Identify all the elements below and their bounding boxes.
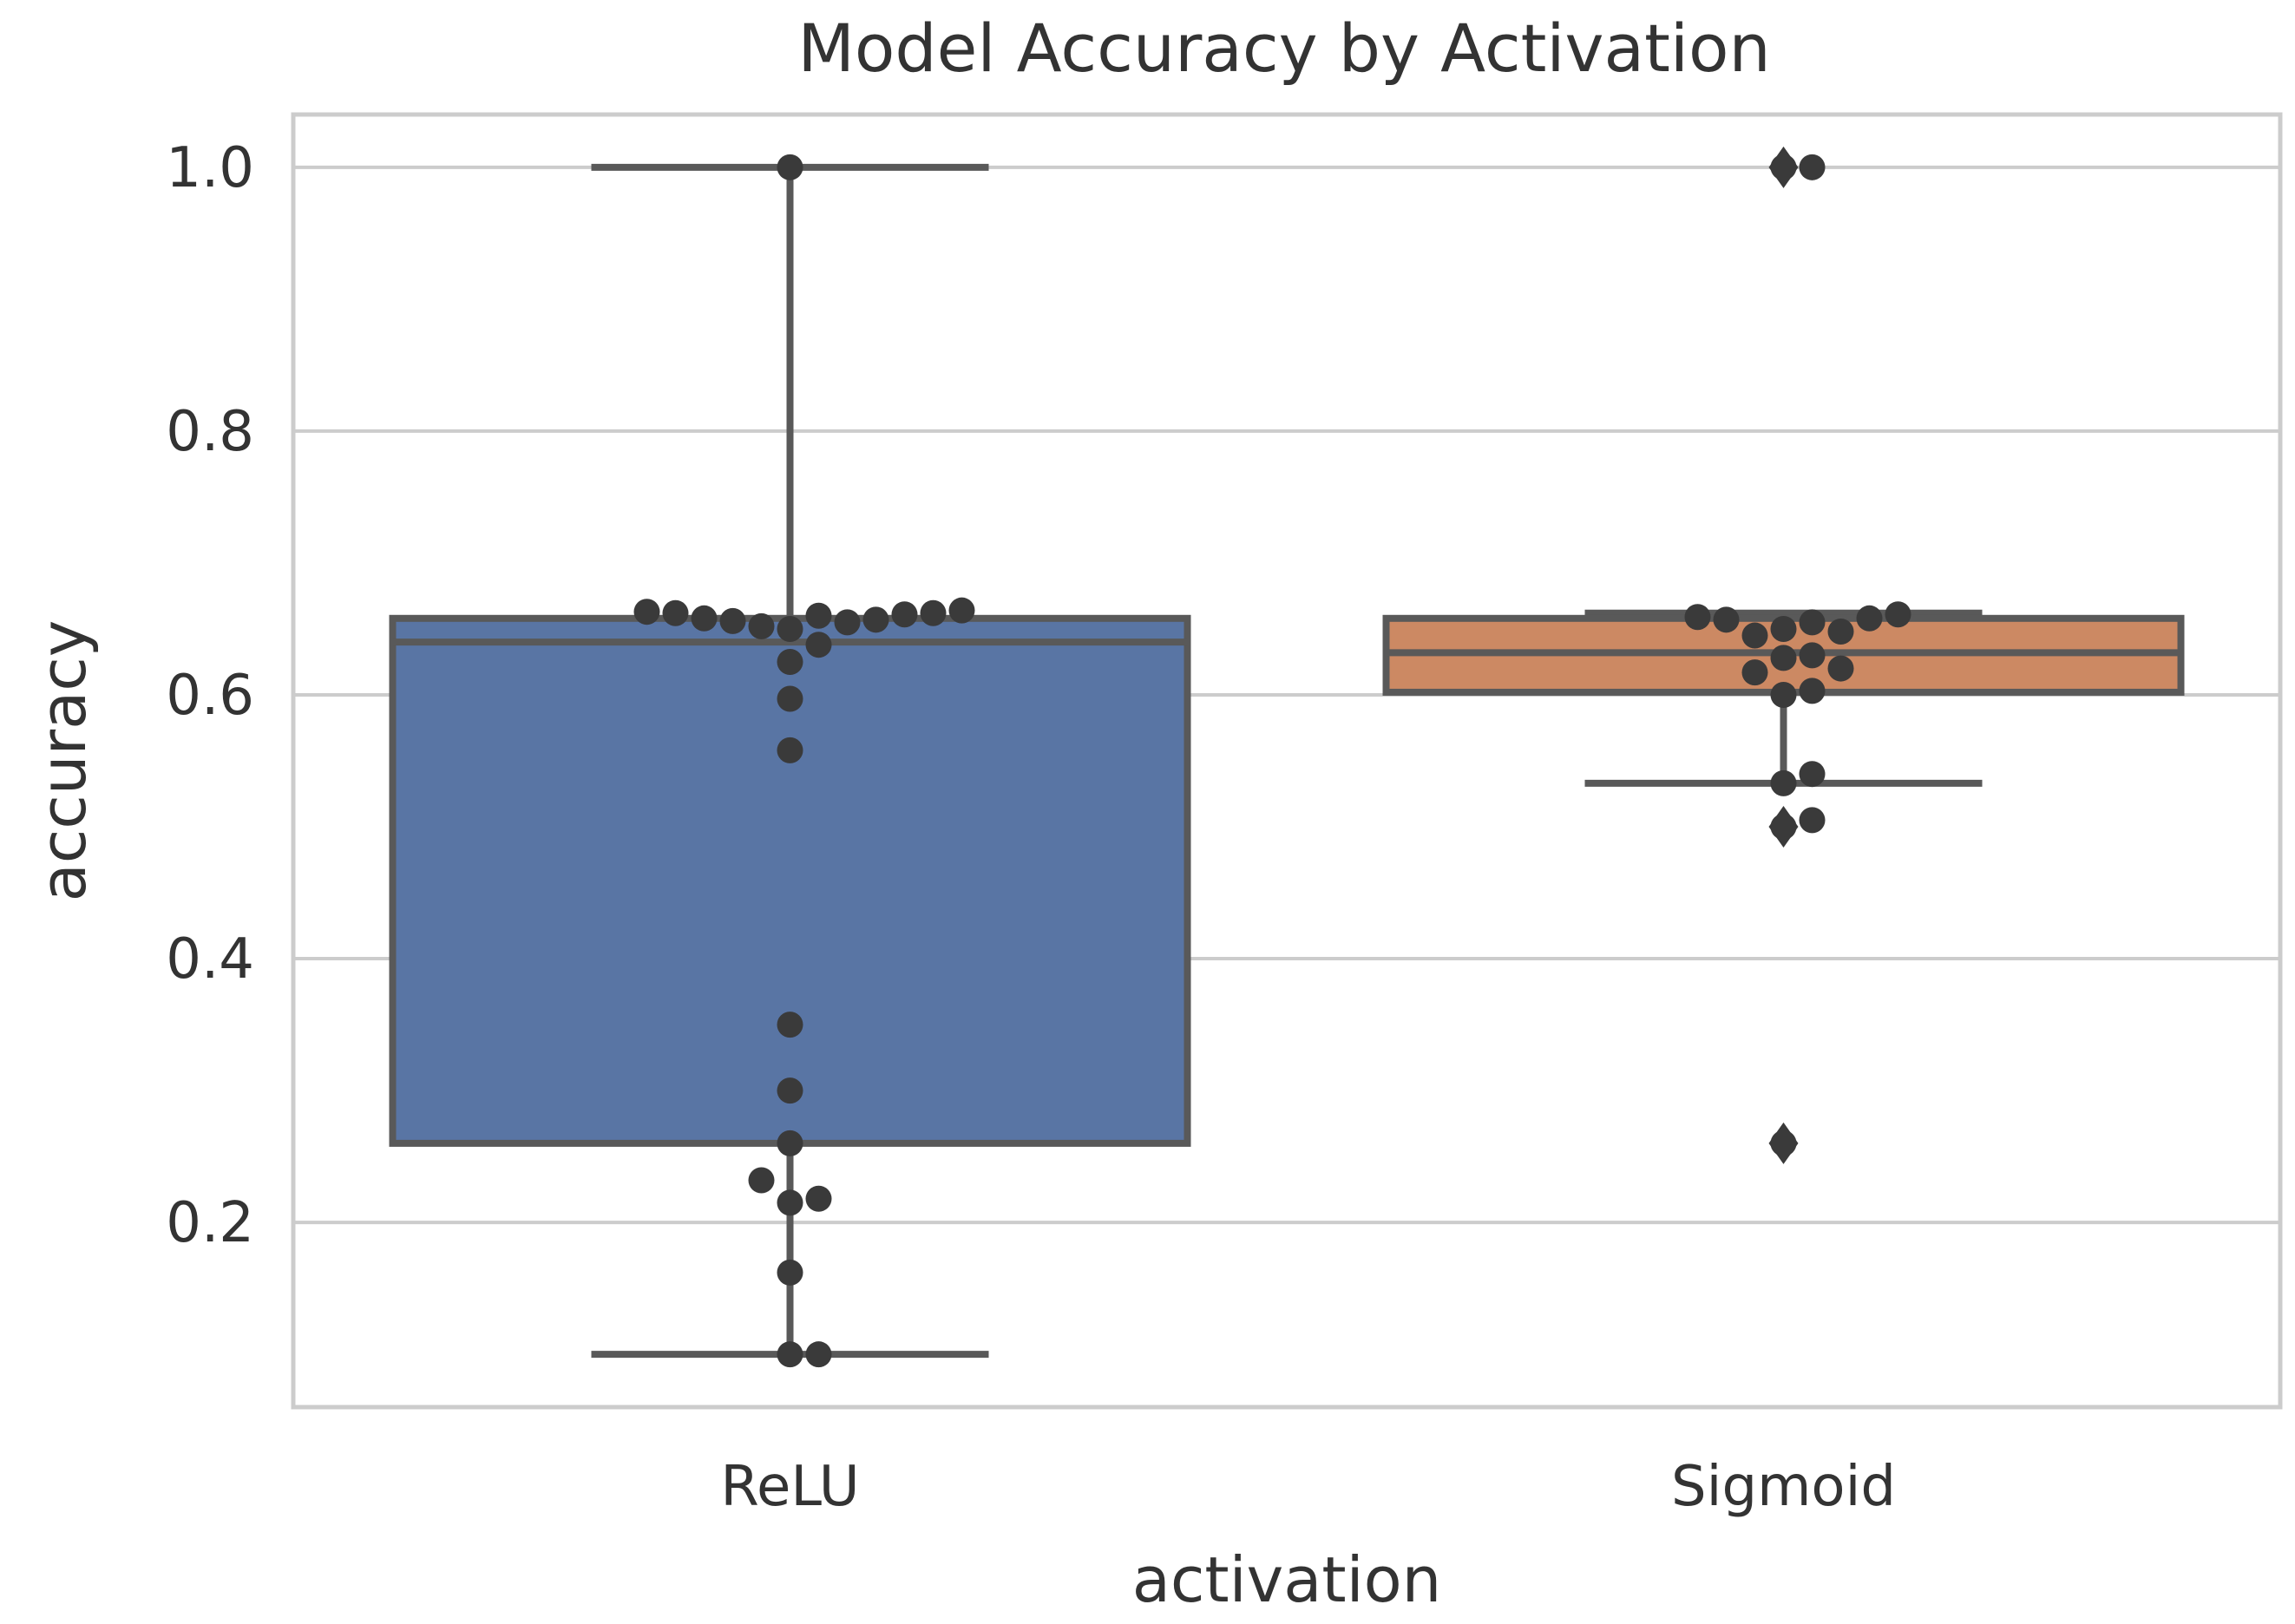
- swarm-point: [805, 1185, 832, 1212]
- x-tick-label: ReLU: [720, 1455, 859, 1519]
- swarm-point: [1770, 769, 1797, 796]
- swarm-point: [1885, 601, 1911, 628]
- swarm-points: [633, 154, 1911, 1368]
- swarm-point: [777, 1012, 803, 1038]
- swarm-point: [1770, 645, 1797, 671]
- swarm-point: [1741, 659, 1768, 686]
- swarm-point: [777, 737, 803, 763]
- swarm-point: [1713, 606, 1740, 633]
- swarm-point: [1741, 622, 1768, 649]
- swarm-point: [1770, 615, 1797, 642]
- swarm-point: [1770, 1130, 1797, 1156]
- swarm-point: [1827, 619, 1854, 645]
- swarm-point: [777, 1130, 803, 1156]
- swarm-point: [633, 599, 660, 625]
- swarm-point: [1799, 609, 1826, 636]
- swarm-point: [662, 599, 689, 626]
- x-tick-labels: ReLU Sigmoid: [720, 1455, 1896, 1519]
- swarm-point: [748, 612, 775, 639]
- y-tick-labels: 0.2 0.4 0.6 0.8 1.0: [166, 136, 254, 1255]
- swarm-point: [691, 605, 718, 632]
- swarm-point: [1827, 655, 1854, 682]
- swarm-point: [805, 1341, 832, 1368]
- swarm-point: [1684, 604, 1711, 631]
- y-tick-label: 0.4: [166, 927, 254, 992]
- swarm-point: [1770, 814, 1797, 841]
- swarm-point: [1770, 681, 1797, 708]
- swarm-point: [862, 606, 889, 633]
- swarm-point: [948, 597, 975, 624]
- swarm-point: [719, 607, 746, 634]
- swarm-point: [777, 685, 803, 712]
- swarm-point: [1799, 678, 1826, 704]
- y-tick-label: 0.2: [166, 1191, 254, 1255]
- swarm-point: [1799, 642, 1826, 669]
- y-tick-label: 0.8: [166, 400, 254, 464]
- swarm-point: [777, 1077, 803, 1104]
- y-tick-label: 0.6: [166, 664, 254, 728]
- swarm-point: [748, 1167, 775, 1194]
- x-tick-label: Sigmoid: [1671, 1455, 1896, 1519]
- swarm-point: [891, 601, 918, 628]
- swarm-point: [1799, 154, 1826, 180]
- y-axis-label: accuracy: [27, 620, 100, 902]
- y-tick-label: 1.0: [166, 136, 254, 200]
- swarm-point: [1799, 761, 1826, 788]
- x-axis-label: activation: [1132, 1543, 1442, 1616]
- swarm-point: [1799, 807, 1826, 834]
- swarm-point: [777, 648, 803, 675]
- swarm-point: [1770, 154, 1797, 180]
- chart-title: Model Accuracy by Activation: [797, 10, 1770, 87]
- swarm-point: [805, 632, 832, 658]
- swarm-point: [777, 1341, 803, 1368]
- swarm-point: [834, 609, 861, 636]
- swarm-point: [777, 154, 803, 180]
- swarm-point: [1856, 605, 1883, 632]
- swarm-point: [920, 599, 947, 626]
- swarm-point: [777, 615, 803, 642]
- swarm-point: [777, 1259, 803, 1286]
- swarm-point: [805, 602, 832, 629]
- swarm-point: [777, 1189, 803, 1216]
